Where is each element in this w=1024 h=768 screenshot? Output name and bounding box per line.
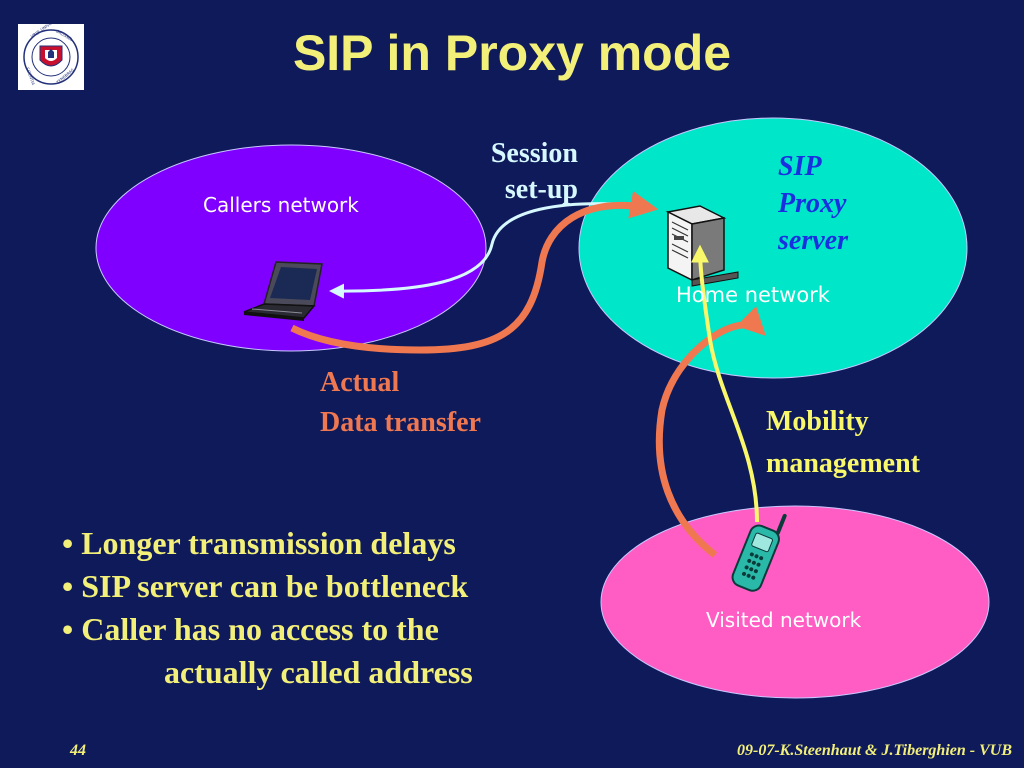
visited-network-label: Visited network xyxy=(706,608,862,632)
data-transfer-label: Actual Data transfer xyxy=(320,367,481,438)
bullet-list: • Longer transmission delays • SIP serve… xyxy=(62,522,473,694)
bullet-item: • SIP server can be bottleneck xyxy=(62,568,469,604)
sip-proxy-server-label: SIP Proxy server xyxy=(778,151,848,256)
page-number: 44 xyxy=(70,742,86,759)
session-setup-label: Session set-up xyxy=(490,138,578,205)
data-transfer-arrow xyxy=(290,205,760,558)
mobile-phone-icon xyxy=(731,513,787,592)
bullet-item: • Caller has no access to the xyxy=(62,611,439,647)
bullet-item: • Longer transmission delays xyxy=(62,525,456,561)
callers-network-ellipse xyxy=(95,144,487,352)
slide-title: SIP in Proxy mode xyxy=(292,25,732,81)
laptop-icon xyxy=(243,261,323,321)
bullet-item-continuation: actually called address xyxy=(164,654,473,690)
footer-credit: 09-07-K.Steenhaut & J.Tiberghien - VUB xyxy=(737,742,1012,759)
home-network-label: Home network xyxy=(676,283,830,307)
svg-text:SCIENTIA: SCIENTIA xyxy=(25,67,36,86)
session-setup-arrow xyxy=(329,197,651,299)
mobility-management-arrow xyxy=(691,244,759,523)
visited-network-ellipse xyxy=(600,505,990,699)
home-network-ellipse xyxy=(578,117,968,379)
callers-network-label: Callers network xyxy=(203,193,359,217)
mobility-management-label: Mobility management xyxy=(766,406,920,479)
